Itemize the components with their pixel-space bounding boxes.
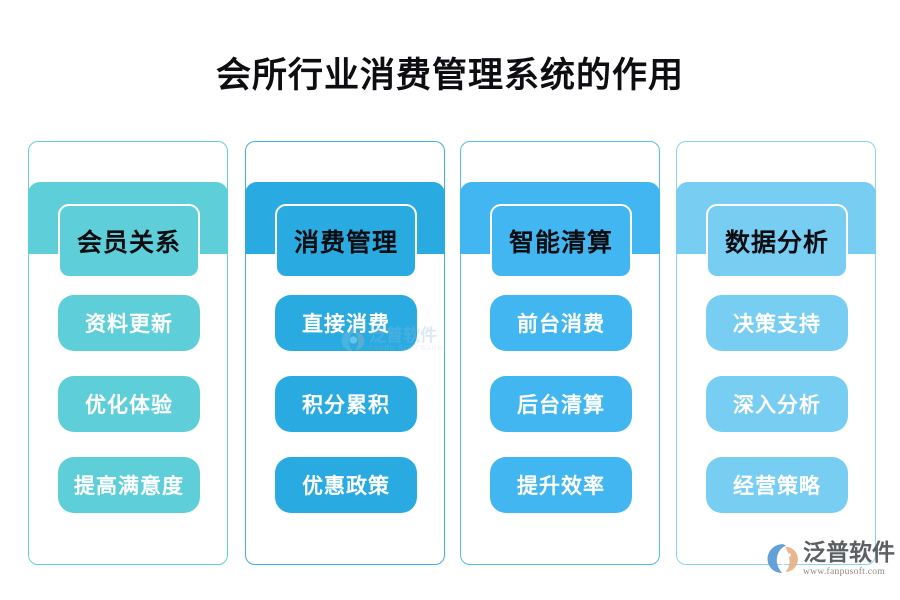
- column-card-consumption-management[interactable]: 消费管理 直接消费 积分累积 优惠政策: [244, 141, 445, 565]
- column-card-member-relations[interactable]: 会员关系 资料更新 优化体验 提高满意度: [27, 141, 228, 565]
- column-item-pill[interactable]: 积分累积: [275, 376, 417, 432]
- column-item-pill[interactable]: 决策支持: [706, 295, 848, 351]
- column-header-plate[interactable]: 消费管理: [275, 204, 417, 278]
- column-item-pill[interactable]: 深入分析: [706, 376, 848, 432]
- column-header-label: 数据分析: [724, 230, 829, 257]
- brand-logo: 泛普软件 www.fanpusoft.com: [766, 540, 895, 578]
- column-item-pill[interactable]: 经营策略: [706, 457, 848, 513]
- column-header-label: 智能清算: [508, 230, 613, 257]
- column-card-intelligent-settlement[interactable]: 智能清算 前台消费 后台清算 提升效率: [459, 141, 660, 565]
- column-item-pill[interactable]: 优化体验: [58, 376, 200, 432]
- bottom-divider: [0, 563, 900, 565]
- column-item-pill[interactable]: 直接消费: [275, 295, 417, 351]
- fanpu-logo-icon: [766, 542, 799, 575]
- column-item-pill[interactable]: 前台消费: [490, 295, 632, 351]
- column-card-data-analysis[interactable]: 数据分析 决策支持 深入分析 经营策略: [675, 141, 876, 565]
- logo-brand-cn: 泛普软件: [803, 540, 895, 565]
- column-header-label: 消费管理: [293, 230, 398, 257]
- column-item-pill[interactable]: 提升效率: [490, 457, 632, 513]
- column-header-plate[interactable]: 数据分析: [706, 204, 848, 278]
- column-item-pill[interactable]: 优惠政策: [275, 457, 417, 513]
- column-header-label: 会员关系: [76, 230, 181, 257]
- column-header-plate[interactable]: 会员关系: [58, 204, 200, 278]
- column-item-pill[interactable]: 提高满意度: [58, 457, 200, 513]
- column-item-pill[interactable]: 后台清算: [490, 376, 632, 432]
- column-header-plate[interactable]: 智能清算: [490, 204, 632, 278]
- brand-logo-text: 泛普软件 www.fanpusoft.com: [803, 540, 895, 578]
- column-item-pill[interactable]: 资料更新: [58, 295, 200, 351]
- logo-url: www.fanpusoft.com: [803, 567, 886, 578]
- page-title: 会所行业消费管理系统的作用: [215, 56, 684, 95]
